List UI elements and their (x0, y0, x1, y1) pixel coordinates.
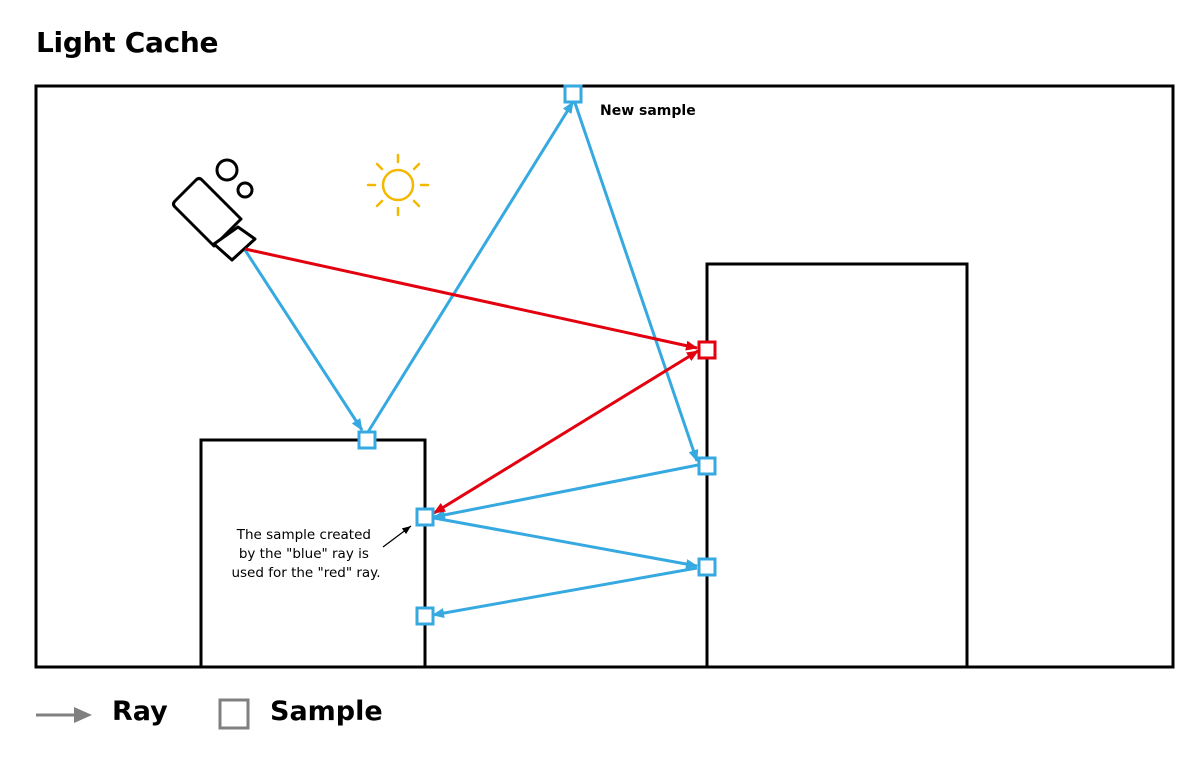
blue-ray-camera-to-roof (243, 249, 364, 431)
sample-note-line-1: The sample created (236, 527, 371, 543)
legend-sample-icon (218, 698, 250, 730)
blue-ray-wall-to-left-building (433, 463, 699, 520)
red-ray-camera-to-wall (244, 247, 698, 351)
legend-sample-label: Sample (270, 696, 383, 727)
sample-note-line-3: used for the "red" ray. (231, 565, 380, 581)
blue-ray-left-building-to-wall (433, 516, 698, 569)
sample-wall-upper (697, 456, 717, 476)
sample-left-lower (415, 606, 435, 626)
camera-icon (172, 158, 257, 262)
blue-ray-wall-to-lower-sample (432, 566, 698, 618)
sun-icon (366, 153, 430, 217)
sample-wall-lower (697, 557, 717, 577)
legend-ray-arrowhead-icon (74, 707, 92, 723)
blue-ray-roof-to-new-sample (366, 101, 575, 433)
new-sample-label: New sample (600, 103, 696, 119)
sample-red-wall (697, 340, 717, 360)
left-building (199, 438, 427, 667)
sample-new (563, 84, 583, 104)
diagram-title: Light Cache (36, 26, 219, 59)
red-ray-wall-to-left-building (433, 349, 699, 515)
blue-ray-new-sample-to-wall (573, 102, 699, 462)
note-pointer (382, 525, 412, 548)
sample-note-line-2: by the "blue" ray is (239, 546, 369, 562)
sample-roof (357, 430, 377, 450)
legend-ray-label: Ray (112, 696, 168, 727)
sample-note: The sample created by the "blue" ray is … (231, 527, 380, 581)
sample-left-building (415, 507, 435, 527)
scene-frame (34, 84, 1175, 669)
right-building (705, 262, 969, 667)
